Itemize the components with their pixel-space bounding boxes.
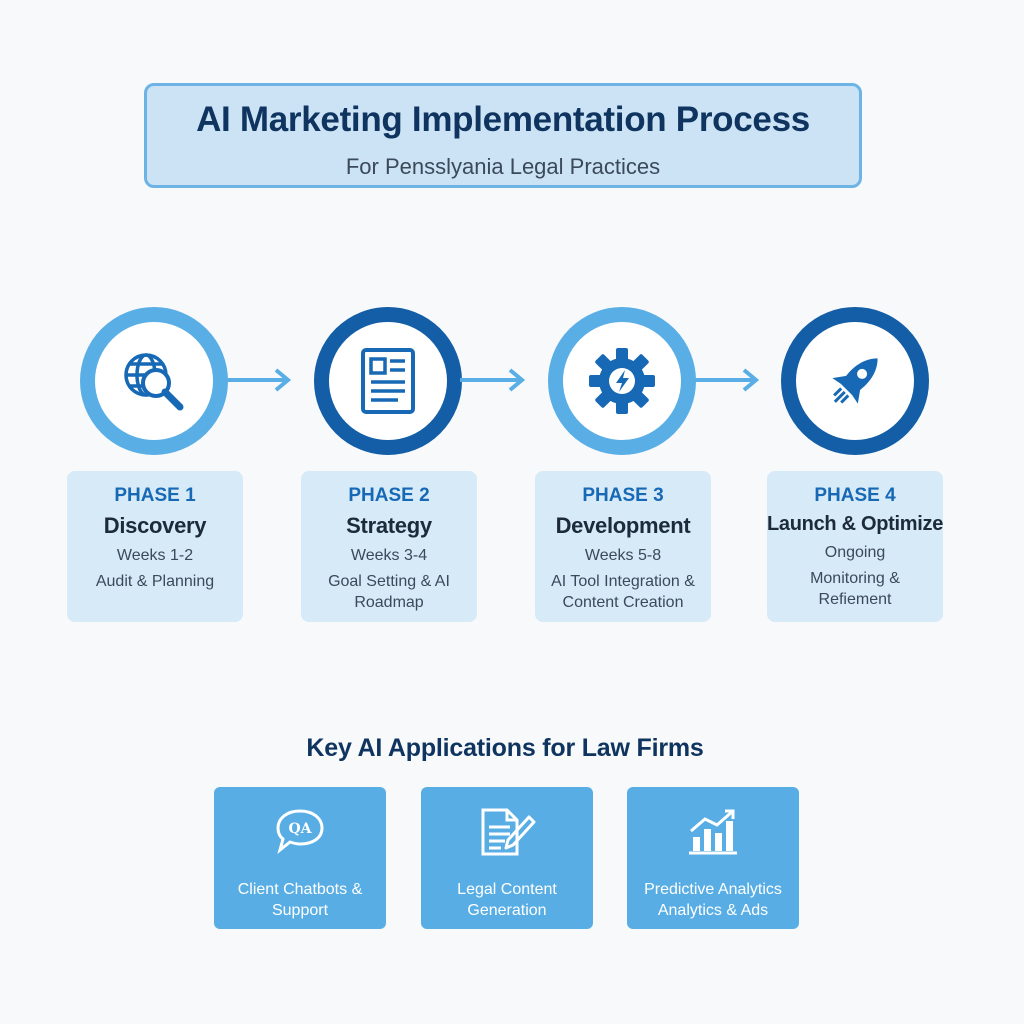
app-card-analytics: Predictive Analytics Analytics & Ads [627,787,799,929]
rocket-icon [832,358,878,404]
page-title: AI Marketing Implementation Process [196,100,810,139]
page-subtitle: For Pensslyania Legal Practices [345,154,661,179]
phase-3-circle [548,307,696,455]
phase-label: PHASE 1 [114,485,196,506]
phase-card-3: PHASE 3 Development Weeks 5-8 AI Tool In… [535,471,711,622]
arrow-connector-1 [226,368,292,392]
arrow-connector-3 [694,368,760,392]
title-box: AI Marketing Implementation Process For … [144,83,862,188]
phase-card-1: PHASE 1 Discovery Weeks 1-2 Audit & Plan… [67,471,243,622]
phase-description: AI Tool Integration & Content Creation [551,573,695,611]
phase-description: Monitoring & Refiement [810,570,900,608]
phase-label: PHASE 2 [348,485,430,506]
phase-name: Development [555,513,691,538]
app-label: Legal Content Generation [457,881,557,919]
phase-name: Launch & Optimize [767,513,944,535]
phase-duration: Ongoing [824,544,886,561]
phase-duration: Weeks 1-2 [116,547,194,564]
phase-duration: Weeks 5-8 [584,547,662,564]
document-pen-icon [481,808,536,856]
phase-card-4: PHASE 4 Launch & Optimize Ongoing Monito… [767,471,943,622]
bar-chart-icon [689,809,737,855]
arrow-connector-2 [460,368,526,392]
app-label: Predictive Analytics Analytics & Ads [644,881,782,919]
phase-duration: Weeks 3-4 [350,547,428,564]
phase-1-circle [80,307,228,455]
app-card-chatbots: QA Client Chatbots & Support [214,787,386,929]
phase-4-circle [781,307,929,455]
globe-search-icon [124,353,184,411]
gear-bolt-icon [589,348,655,414]
phase-name: Discovery [103,513,207,538]
phase-label: PHASE 3 [582,485,664,506]
phase-description: Audit & Planning [95,573,215,590]
app-card-content: Legal Content Generation [421,787,593,929]
phase-label: PHASE 4 [814,485,896,506]
phase-name: Strategy [346,513,432,538]
svg-text:QA: QA [288,821,312,837]
applications-heading: Key AI Applications for Law Firms [306,734,704,762]
phase-card-2: PHASE 2 Strategy Weeks 3-4 Goal Setting … [301,471,477,622]
app-label: Client Chatbots & Support [237,881,363,919]
phase-description: Goal Setting & AI Roadmap [328,573,450,611]
document-icon [361,348,415,414]
phase-2-circle [314,307,462,455]
chat-qa-icon: QA [276,809,324,855]
